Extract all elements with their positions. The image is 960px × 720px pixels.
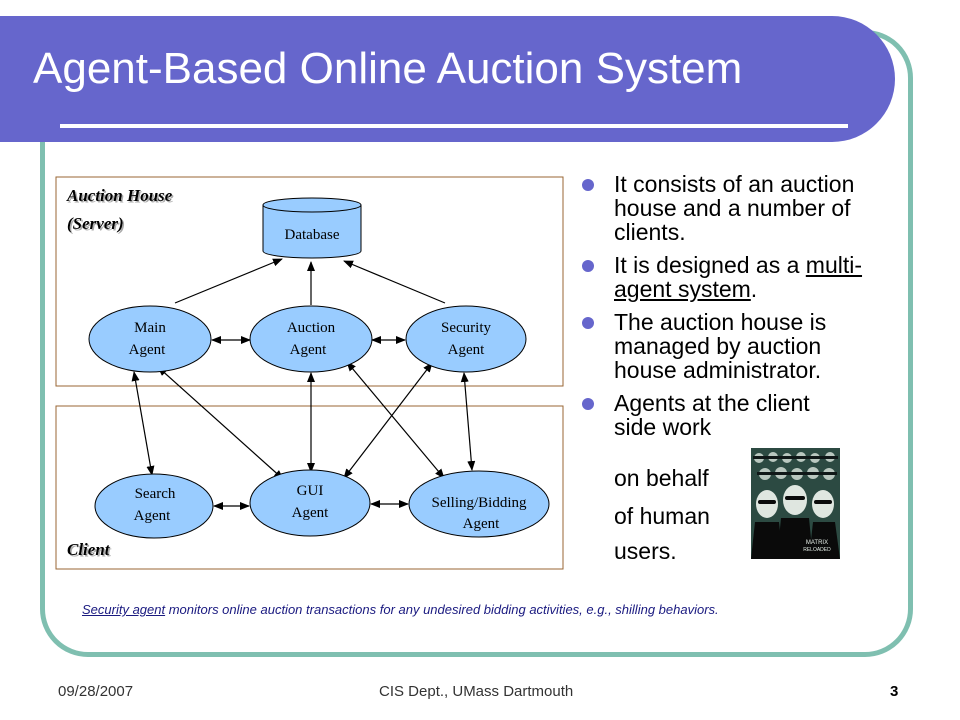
bullet-continuation: of human	[614, 503, 710, 529]
footer-date: 09/28/2007	[58, 683, 134, 700]
svg-text:Agent: Agent	[134, 508, 171, 524]
slide-title: Agent-Based Online Auction System	[33, 44, 743, 93]
svg-text:Agent: Agent	[290, 342, 327, 358]
auction-agent-node: Auction Agent	[249, 305, 373, 373]
matrix-reloaded-poster-image: MATRIX RELOADED	[751, 448, 840, 559]
server-label: Auction House	[66, 186, 173, 205]
svg-text:Agent: Agent	[463, 516, 500, 532]
title-bar	[0, 16, 895, 142]
edge-main-db	[174, 258, 283, 304]
bullet-dot-icon	[582, 317, 594, 329]
bullet-dot-icon	[582, 398, 594, 410]
title-underline	[60, 124, 848, 128]
edge-auction-selling	[346, 361, 445, 479]
svg-text:GUI: GUI	[297, 483, 324, 499]
main-agent-node: Main Agent	[88, 305, 212, 373]
multi-agent-link[interactable]: multi-agent system	[614, 252, 863, 302]
svg-text:Auction: Auction	[287, 320, 336, 336]
bullet-dot-icon	[582, 179, 594, 191]
edge-security-selling	[460, 372, 476, 471]
svg-text:Selling/Bidding: Selling/Bidding	[431, 495, 527, 511]
bullet-continuation: users.	[614, 538, 677, 564]
search-agent-node: Search Agent	[94, 473, 214, 539]
svg-text:RELOADED: RELOADED	[803, 547, 831, 553]
edge-main-search	[131, 371, 155, 476]
svg-text:Main: Main	[134, 320, 166, 336]
server-label-sub: (Server)	[67, 214, 124, 233]
svg-text:Search: Search	[135, 486, 176, 502]
svg-text:MATRIX: MATRIX	[806, 540, 828, 546]
database-node: Database	[262, 197, 362, 259]
bullet-dot-icon	[582, 260, 594, 272]
edge-security-gui	[343, 362, 433, 479]
security-agent-node: Security Agent	[405, 305, 527, 373]
caption: Security agent monitors online auction t…	[82, 602, 719, 617]
svg-text:Agent: Agent	[448, 342, 485, 358]
gui-agent-node: GUI Agent	[249, 469, 371, 537]
svg-text:Agent: Agent	[129, 342, 166, 358]
svg-text:Agent: Agent	[292, 505, 329, 521]
security-agent-link[interactable]: Security agent	[82, 602, 166, 617]
svg-text:Database: Database	[285, 227, 340, 243]
bullet-continuation: on behalf	[614, 465, 709, 491]
selling-bidding-agent-node: Selling/Bidding Agent	[408, 470, 550, 538]
svg-text:Security: Security	[441, 320, 491, 336]
bullet-item: The auction house is managed by auction …	[582, 310, 882, 382]
edge-main-gui	[157, 366, 284, 480]
bullet-list: It consists of an auction house and a nu…	[582, 172, 882, 448]
bullet-item: It consists of an auction house and a nu…	[582, 172, 882, 244]
page-number: 3	[890, 683, 899, 700]
edge-security-db	[343, 260, 446, 304]
client-label: Client	[67, 540, 111, 559]
footer-source: CIS Dept., UMass Dartmouth	[379, 683, 574, 700]
bullet-item: It is designed as a multi-agent system.	[582, 253, 882, 301]
